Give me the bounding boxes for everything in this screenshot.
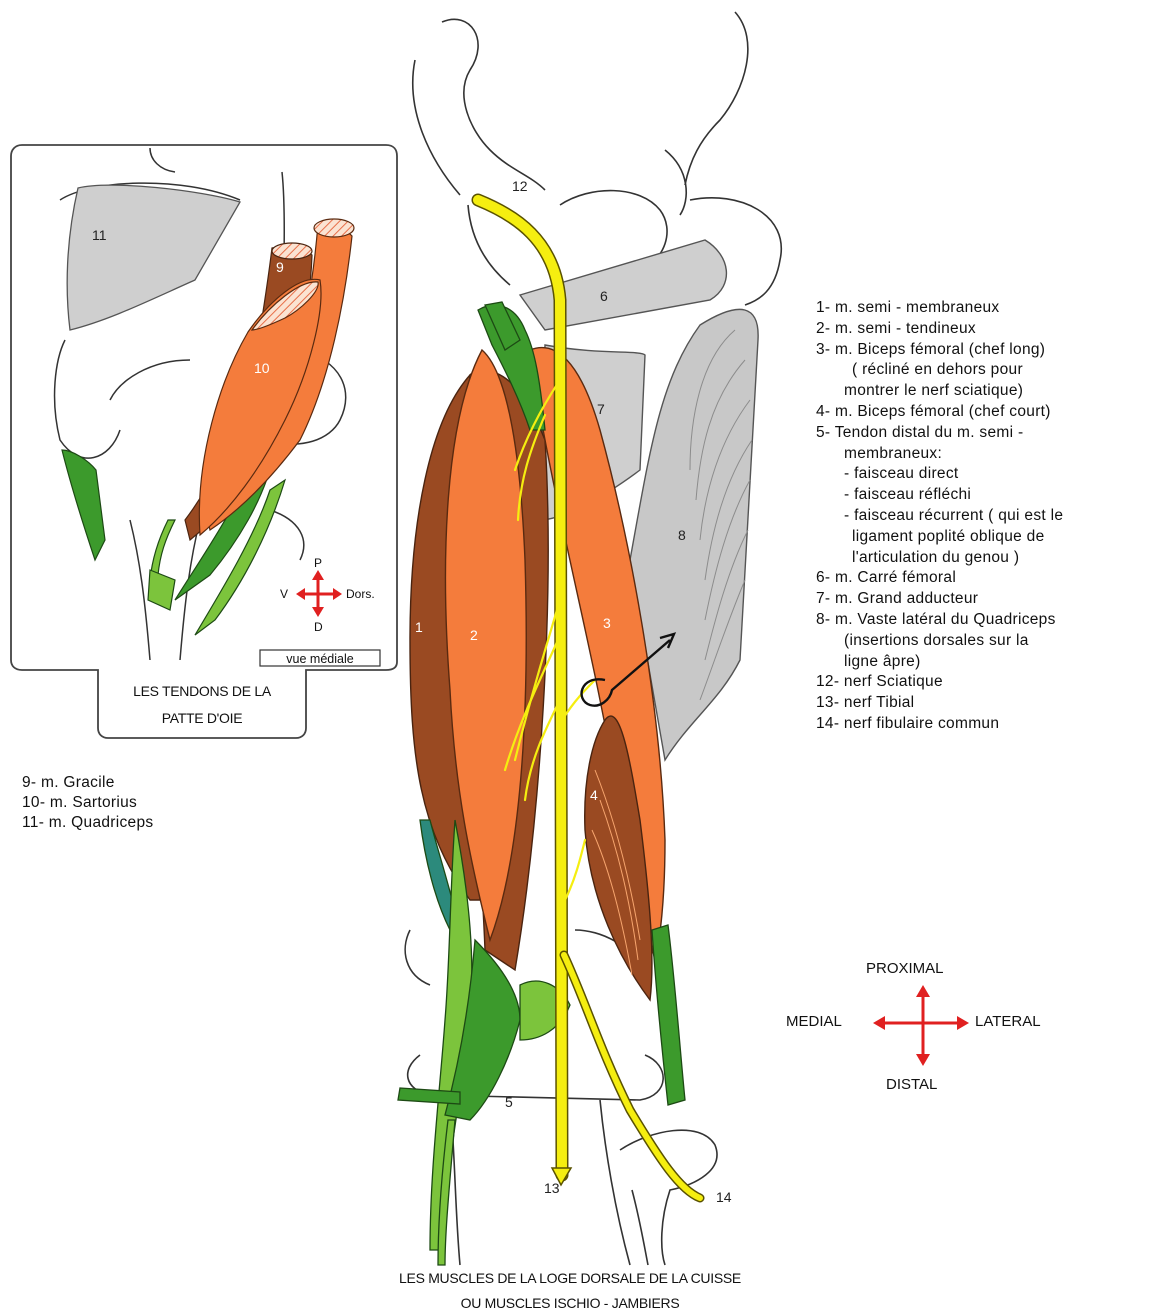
legend-item: 5- Tendon distal du m. semi - bbox=[816, 423, 1063, 444]
marker-5: 5 bbox=[505, 1094, 513, 1110]
legend-item: 12- nerf Sciatique bbox=[816, 672, 1063, 693]
main-legend: 1- m. semi - membraneux 2- m. semi - ten… bbox=[816, 298, 1063, 735]
inset-legend: 9- m. Gracile 10- m. Sartorius 11- m. Qu… bbox=[22, 773, 153, 833]
view-label: vue médiale bbox=[286, 652, 353, 666]
legend-item: 2- m. semi - tendineux bbox=[816, 319, 1063, 340]
legend-item: 4- m. Biceps fémoral (chef court) bbox=[816, 402, 1063, 423]
inset-marker-10: 10 bbox=[254, 360, 270, 376]
legend-item: 14- nerf fibulaire commun bbox=[816, 714, 1063, 735]
legend-item: 13- nerf Tibial bbox=[816, 693, 1063, 714]
inset-panel: 9 2 10 11 P D V Dors. vue médiale bbox=[11, 145, 397, 738]
inset-legend-item: 11- m. Quadriceps bbox=[22, 813, 153, 833]
inset-marker-2: 2 bbox=[356, 245, 364, 261]
legend-item: 8- m. Vaste latéral du Quadriceps bbox=[816, 610, 1063, 631]
figure-title-line2: OU MUSCLES ISCHIO - JAMBIERS bbox=[300, 1295, 840, 1311]
orientation-lateral: LATERAL bbox=[975, 1013, 1041, 1030]
legend-item: 6- m. Carré fémoral bbox=[816, 568, 1063, 589]
inset-compass-dors: Dors. bbox=[346, 587, 375, 601]
legend-item: - faisceau direct bbox=[816, 464, 1063, 485]
orientation-proximal: PROXIMAL bbox=[866, 960, 944, 977]
figure-title-line1: LES MUSCLES DE LA LOGE DORSALE DE LA CUI… bbox=[300, 1270, 840, 1286]
marker-12: 12 bbox=[512, 178, 528, 194]
marker-1: 1 bbox=[415, 619, 423, 635]
marker-14: 14 bbox=[716, 1189, 732, 1205]
inset-compass-p: P bbox=[314, 556, 322, 570]
inset-legend-item: 10- m. Sartorius bbox=[22, 793, 153, 813]
legend-item: - faisceau réfléchi bbox=[816, 485, 1063, 506]
orientation-compass bbox=[873, 985, 969, 1066]
inset-compass-v: V bbox=[280, 587, 288, 601]
marker-2: 2 bbox=[470, 627, 478, 643]
legend-item: ligne âpre) bbox=[816, 652, 1063, 673]
legend-item: membraneux: bbox=[816, 444, 1063, 465]
legend-item: 1- m. semi - membraneux bbox=[816, 298, 1063, 319]
inset-compass-d: D bbox=[314, 620, 323, 634]
legend-item: 3- m. Biceps fémoral (chef long) bbox=[816, 340, 1063, 361]
inset-marker-9: 9 bbox=[276, 259, 284, 275]
marker-7: 7 bbox=[597, 401, 605, 417]
orientation-medial: MEDIAL bbox=[786, 1013, 842, 1030]
marker-6: 6 bbox=[600, 288, 608, 304]
legend-item: 7- m. Grand adducteur bbox=[816, 589, 1063, 610]
marker-4: 4 bbox=[590, 787, 598, 803]
legend-item: ligament poplité oblique de bbox=[816, 527, 1063, 548]
marker-13: 13 bbox=[544, 1180, 560, 1196]
legend-item: - faisceau récurrent ( qui est le bbox=[816, 506, 1063, 527]
orientation-distal: DISTAL bbox=[886, 1076, 937, 1093]
legend-item: montrer le nerf sciatique) bbox=[816, 381, 1063, 402]
inset-marker-11: 11 bbox=[92, 227, 107, 243]
inset-legend-item: 9- m. Gracile bbox=[22, 773, 153, 793]
inset-caption-line1: LES TENDONS DE LA bbox=[100, 683, 304, 699]
legend-item: l'articulation du genou ) bbox=[816, 548, 1063, 569]
marker-3: 3 bbox=[603, 615, 611, 631]
inset-caption-line2: PATTE D'OIE bbox=[100, 710, 304, 726]
legend-item: ( récliné en dehors pour bbox=[816, 360, 1063, 381]
legend-item: (insertions dorsales sur la bbox=[816, 631, 1063, 652]
marker-8: 8 bbox=[678, 527, 686, 543]
